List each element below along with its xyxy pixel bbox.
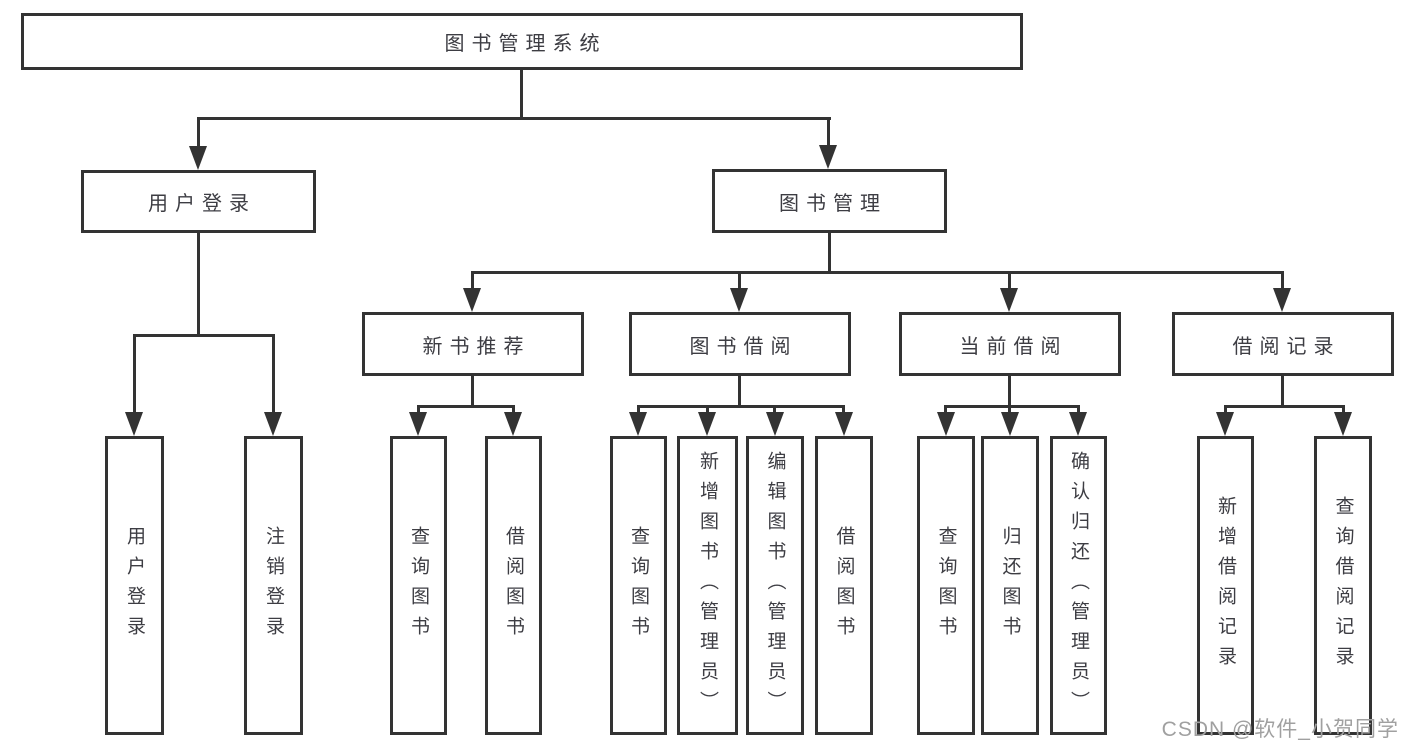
connector-line bbox=[197, 117, 831, 120]
leaf-query-books-recommend-label: 查询图书 bbox=[408, 525, 429, 646]
arrowhead bbox=[835, 412, 853, 436]
node-new-book-recommend: 新书推荐 bbox=[362, 312, 584, 376]
leaf-user-login: 用户登录 bbox=[105, 436, 164, 735]
node-book-management-label: 图书管理 bbox=[779, 192, 887, 215]
leaf-edit-book-admin: 编辑图书（管理员） bbox=[746, 436, 804, 735]
connector-line bbox=[842, 405, 845, 417]
node-book-borrowing-label: 图书借阅 bbox=[689, 335, 798, 358]
arrowhead bbox=[125, 412, 143, 436]
leaf-borrow-books-borrowing: 借阅图书 bbox=[815, 436, 873, 735]
leaf-query-books-current: 查询图书 bbox=[917, 436, 975, 735]
leaf-logout-label: 注销登录 bbox=[263, 525, 284, 646]
arrowhead bbox=[1273, 288, 1291, 312]
leaf-add-book-admin: 新增图书（管理员） bbox=[677, 436, 738, 735]
leaf-confirm-return-admin: 确认归还（管理员） bbox=[1050, 436, 1107, 735]
leaf-add-borrow-record-label: 新增借阅记录 bbox=[1215, 495, 1236, 676]
connector-line bbox=[637, 405, 640, 417]
arrowhead bbox=[1000, 288, 1018, 312]
connector-line bbox=[417, 405, 515, 408]
arrowhead bbox=[937, 412, 955, 436]
connector-line bbox=[1077, 405, 1080, 417]
leaf-add-book-admin-label: 新增图书（管理员） bbox=[697, 450, 718, 721]
leaf-query-books-recommend: 查询图书 bbox=[390, 436, 447, 735]
leaf-borrow-books-recommend: 借阅图书 bbox=[485, 436, 542, 735]
connector-line bbox=[272, 334, 275, 416]
connector-line bbox=[471, 376, 474, 408]
connector-line bbox=[197, 233, 200, 337]
connector-line bbox=[1008, 271, 1011, 291]
leaf-borrow-books-recommend-label: 借阅图书 bbox=[503, 525, 524, 646]
connector-line bbox=[133, 334, 275, 337]
leaf-query-borrow-record-label: 查询借阅记录 bbox=[1332, 495, 1354, 676]
arrowhead bbox=[463, 288, 481, 312]
connector-line bbox=[944, 405, 1080, 408]
connector-line bbox=[738, 271, 741, 291]
node-book-borrowing: 图书借阅 bbox=[629, 312, 851, 376]
leaf-logout: 注销登录 bbox=[244, 436, 303, 735]
leaf-query-books-borrowing-label: 查询图书 bbox=[628, 525, 649, 646]
arrowhead bbox=[1216, 412, 1234, 436]
connector-line bbox=[828, 233, 831, 274]
leaf-borrow-books-borrowing-label: 借阅图书 bbox=[833, 525, 855, 646]
arrowhead bbox=[730, 288, 748, 312]
connector-line bbox=[738, 376, 741, 408]
node-current-borrowing-label: 当前借阅 bbox=[959, 335, 1068, 358]
leaf-confirm-return-admin-label: 确认归还（管理员） bbox=[1068, 450, 1089, 721]
connector-line bbox=[520, 70, 523, 120]
node-borrow-records-label: 借阅记录 bbox=[1232, 335, 1341, 358]
connector-line bbox=[197, 117, 200, 152]
arrowhead bbox=[264, 412, 282, 436]
connector-line bbox=[1224, 405, 1345, 408]
arrowhead bbox=[504, 412, 522, 436]
arrowhead bbox=[629, 412, 647, 436]
connector-line bbox=[1281, 271, 1284, 291]
arrowhead bbox=[409, 412, 427, 436]
leaf-query-borrow-record: 查询借阅记录 bbox=[1314, 436, 1372, 735]
node-borrow-records: 借阅记录 bbox=[1172, 312, 1394, 376]
connector-line bbox=[417, 405, 420, 417]
connector-line bbox=[827, 117, 830, 152]
connector-line bbox=[706, 405, 709, 417]
node-user-login-label: 用户登录 bbox=[148, 193, 256, 215]
arrowhead bbox=[1069, 412, 1087, 436]
node-user-login: 用户登录 bbox=[81, 170, 316, 233]
leaf-query-books-borrowing: 查询图书 bbox=[610, 436, 667, 735]
arrowhead bbox=[1334, 412, 1352, 436]
node-root-label: 图书管理系统 bbox=[444, 33, 607, 55]
arrowhead bbox=[819, 145, 837, 169]
connector-line bbox=[944, 405, 947, 417]
node-book-management: 图书管理 bbox=[712, 169, 947, 233]
leaf-return-books: 归还图书 bbox=[981, 436, 1039, 735]
connector-line bbox=[1008, 405, 1011, 417]
connector-line bbox=[471, 271, 474, 291]
connector-line bbox=[637, 405, 845, 408]
node-root: 图书管理系统 bbox=[21, 13, 1023, 70]
connector-line bbox=[472, 271, 1284, 274]
arrowhead bbox=[766, 412, 784, 436]
watermark: CSDN @软件_小贺同学 bbox=[1161, 718, 1399, 741]
leaf-query-books-current-label: 查询图书 bbox=[935, 525, 957, 646]
arrowhead bbox=[189, 146, 207, 170]
node-new-book-recommend-label: 新书推荐 bbox=[422, 335, 531, 358]
arrowhead bbox=[1001, 412, 1019, 436]
connector-line bbox=[1281, 376, 1284, 408]
connector-line bbox=[133, 334, 136, 416]
connector-line bbox=[1008, 376, 1011, 408]
leaf-edit-book-admin-label: 编辑图书（管理员） bbox=[764, 450, 786, 721]
leaf-user-login-label: 用户登录 bbox=[124, 525, 145, 646]
arrowhead bbox=[698, 412, 716, 436]
leaf-return-books-label: 归还图书 bbox=[999, 525, 1021, 646]
connector-line bbox=[512, 405, 515, 417]
leaf-add-borrow-record: 新增借阅记录 bbox=[1197, 436, 1254, 735]
connector-line bbox=[1342, 405, 1345, 417]
connector-line bbox=[1224, 405, 1227, 417]
node-current-borrowing: 当前借阅 bbox=[899, 312, 1121, 376]
connector-line bbox=[773, 405, 776, 417]
